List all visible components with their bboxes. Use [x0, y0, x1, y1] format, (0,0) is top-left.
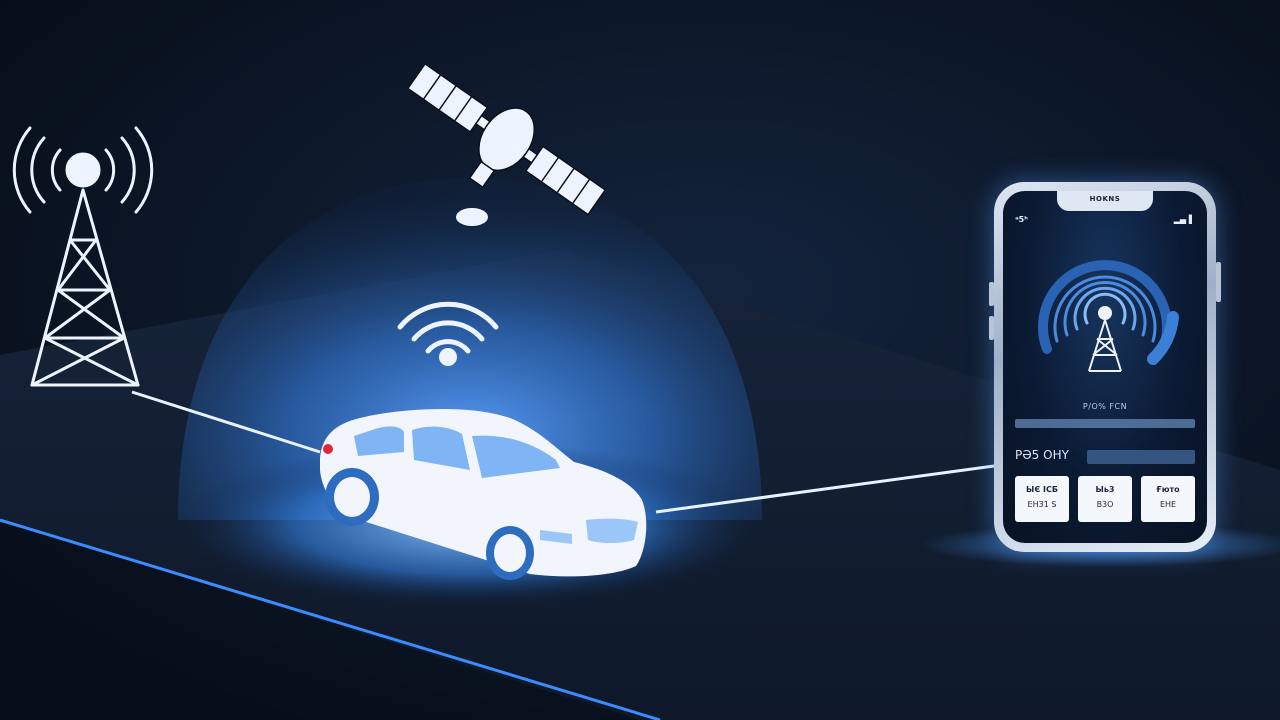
card-3-value: ЕНЕ [1159, 500, 1177, 509]
volume-down-button [989, 316, 994, 340]
card-2[interactable]: Ыь3 B3O [1078, 476, 1132, 522]
card-3-title: Ғюто [1156, 485, 1180, 494]
volume-up-button [989, 282, 994, 306]
card-2-value: B3O [1096, 500, 1114, 509]
notch-text: HOKNS [1089, 195, 1121, 203]
smartphone-icon: HOKNS ᵃ5ʰ ▂▄ ▌ [989, 182, 1221, 552]
status-bar-right: ▂▄ ▌ [1173, 215, 1195, 224]
card-group: ЫЄ IСБ ЕНЗ1 Ѕ Ыь3 B3O Ғюто ЕНЕ [1015, 476, 1195, 526]
status-bar-left: ᵃ5ʰ [1015, 215, 1028, 224]
phone-screen: HOKNS ᵃ5ʰ ▂▄ ▌ [1003, 191, 1207, 543]
info-row: PƏ5 OHY [1015, 445, 1195, 467]
card-1-value: ЕНЗ1 Ѕ [1027, 500, 1057, 509]
card-1[interactable]: ЫЄ IСБ ЕНЗ1 Ѕ [1015, 476, 1069, 522]
screen-label: P/O% FCN [1082, 402, 1128, 411]
progress-bar [1015, 419, 1195, 428]
card-2-title: Ыь3 [1095, 485, 1115, 494]
phone-notch: HOKNS [1057, 191, 1153, 211]
power-button [1216, 262, 1221, 302]
info-row-bar [1087, 450, 1195, 464]
info-row-text: PƏ5 OHY [1015, 448, 1069, 462]
card-3[interactable]: Ғюто ЕНЕ [1141, 476, 1195, 522]
card-1-title: ЫЄ IСБ [1026, 485, 1058, 494]
signal-gauge [1038, 260, 1179, 372]
